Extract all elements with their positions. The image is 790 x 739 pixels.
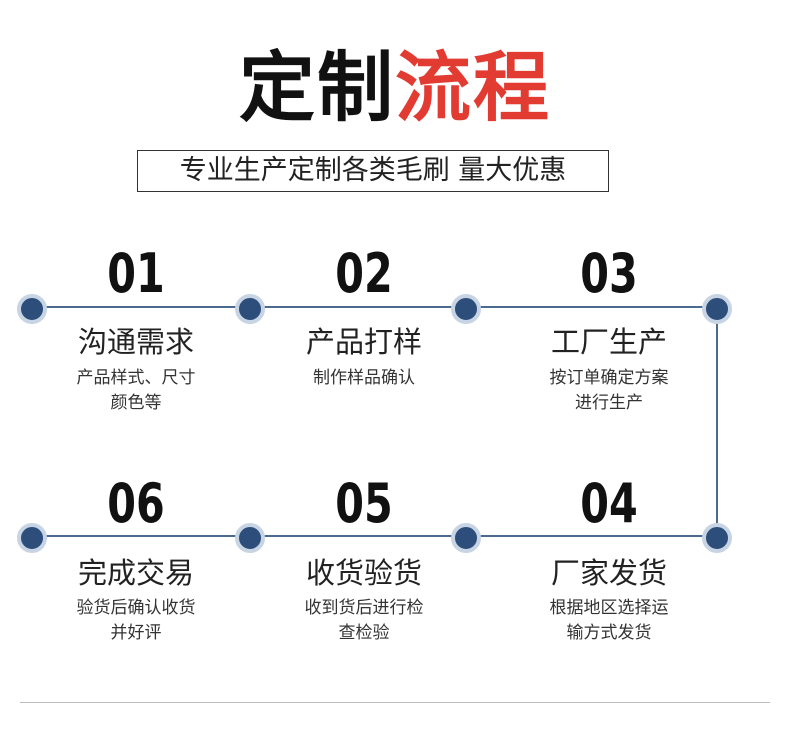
step-desc: 输方式发货 bbox=[566, 623, 652, 643]
title-part1: 定制 bbox=[239, 43, 395, 132]
step-desc: 并好评 bbox=[110, 623, 162, 643]
step-desc: 制作样品确认 bbox=[313, 368, 415, 388]
subtitle-box: 专业生产定制各类毛刷 量大优惠 bbox=[137, 150, 609, 192]
page-title: 定制流程 bbox=[0, 40, 790, 135]
timeline-dot bbox=[702, 294, 732, 324]
timeline-dot bbox=[451, 523, 481, 553]
step-title: 沟通需求 bbox=[77, 325, 194, 359]
step-title: 厂家发货 bbox=[550, 556, 667, 590]
step-desc: 按订单确定方案 bbox=[549, 368, 669, 388]
timeline-dot bbox=[235, 523, 265, 553]
timeline-dot bbox=[17, 523, 47, 553]
step-number: 05 bbox=[335, 472, 393, 535]
step-number: 02 bbox=[335, 242, 393, 305]
step-title: 工厂生产 bbox=[550, 325, 667, 359]
footer-divider bbox=[20, 702, 770, 703]
step-number: 03 bbox=[580, 242, 638, 305]
step-title: 完成交易 bbox=[77, 556, 194, 590]
step-desc: 查检验 bbox=[338, 623, 390, 643]
step-desc: 根据地区选择运 bbox=[549, 598, 669, 618]
top-connector-line bbox=[30, 306, 718, 308]
right-connector-line bbox=[716, 306, 718, 536]
timeline-dot bbox=[451, 294, 481, 324]
step-desc: 收到货后进行检 bbox=[304, 598, 424, 618]
step-number: 06 bbox=[107, 472, 165, 535]
step-desc: 颜色等 bbox=[110, 393, 162, 413]
timeline-dot bbox=[702, 523, 732, 553]
timeline-dot bbox=[235, 294, 265, 324]
step-desc: 进行生产 bbox=[575, 393, 643, 413]
bottom-connector-line bbox=[30, 535, 718, 537]
step-number: 04 bbox=[580, 472, 638, 535]
title-part2: 流程 bbox=[395, 43, 551, 132]
step-desc: 验货后确认收货 bbox=[76, 598, 196, 618]
step-desc: 产品样式、尺寸 bbox=[76, 368, 196, 388]
timeline-dot bbox=[17, 294, 47, 324]
step-title: 产品打样 bbox=[305, 325, 422, 359]
step-title: 收货验货 bbox=[305, 556, 422, 590]
step-number: 01 bbox=[107, 242, 165, 305]
